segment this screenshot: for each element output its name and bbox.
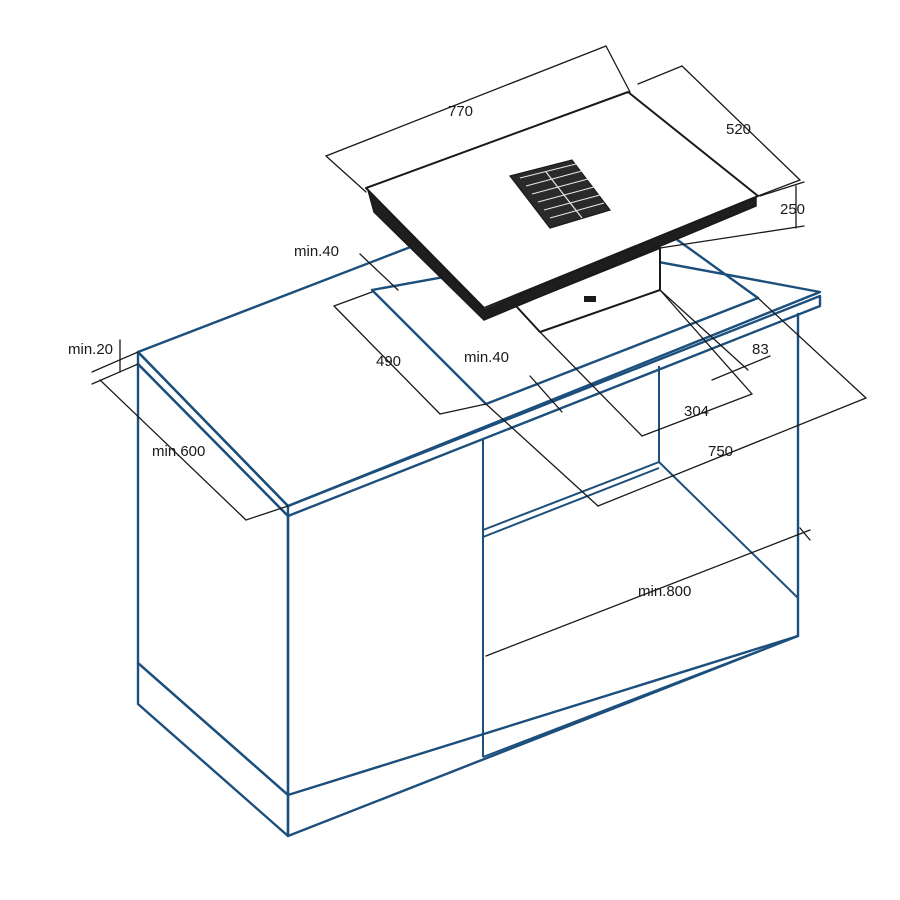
cabinet — [136, 224, 822, 838]
dim-label-304: 304 — [684, 403, 709, 420]
vent-grille-line — [549, 202, 605, 219]
downdraft-vent — [508, 159, 612, 229]
dim-label-cabinet-width-min: min.800 — [638, 583, 691, 600]
dim-label-83: 83 — [752, 341, 769, 358]
plinth-front — [286, 634, 800, 838]
dim-label-770: 770 — [448, 103, 473, 120]
dim-label-cutout-front-min: min.40 — [464, 349, 509, 366]
dim-label-cabinet-depth-min: min.600 — [152, 443, 205, 460]
vent-grille-line — [519, 163, 577, 179]
vent-grille-line — [537, 186, 595, 203]
vent-grille-line — [525, 170, 583, 187]
worktop-right-edge — [286, 294, 822, 518]
dimension-labels: 770 520 250 min.40 490 min.40 83 304 750… — [68, 103, 805, 600]
cabinet-front — [286, 312, 800, 797]
hob — [365, 91, 759, 333]
plinth-left — [136, 661, 290, 838]
worktop-front-edge — [136, 350, 290, 518]
dim-label-worktop-min: min.20 — [68, 341, 113, 358]
downdraft-clip — [584, 296, 596, 302]
dim-label-cutout-side-min: min.40 — [294, 243, 339, 260]
divider-panel-front — [482, 635, 799, 758]
cabinet-interior — [482, 461, 799, 599]
hob-glass-edge — [367, 189, 757, 321]
dim-label-750: 750 — [708, 443, 733, 460]
dim-label-250: 250 — [780, 201, 805, 218]
vent-divider — [545, 171, 583, 219]
dim-label-490: 490 — [376, 353, 401, 370]
dim-label-520: 520 — [726, 121, 751, 138]
dimension-lines — [91, 45, 867, 657]
vent-grille-line — [543, 194, 601, 211]
shelf-line — [482, 467, 660, 538]
vent-grille-line — [531, 178, 589, 195]
